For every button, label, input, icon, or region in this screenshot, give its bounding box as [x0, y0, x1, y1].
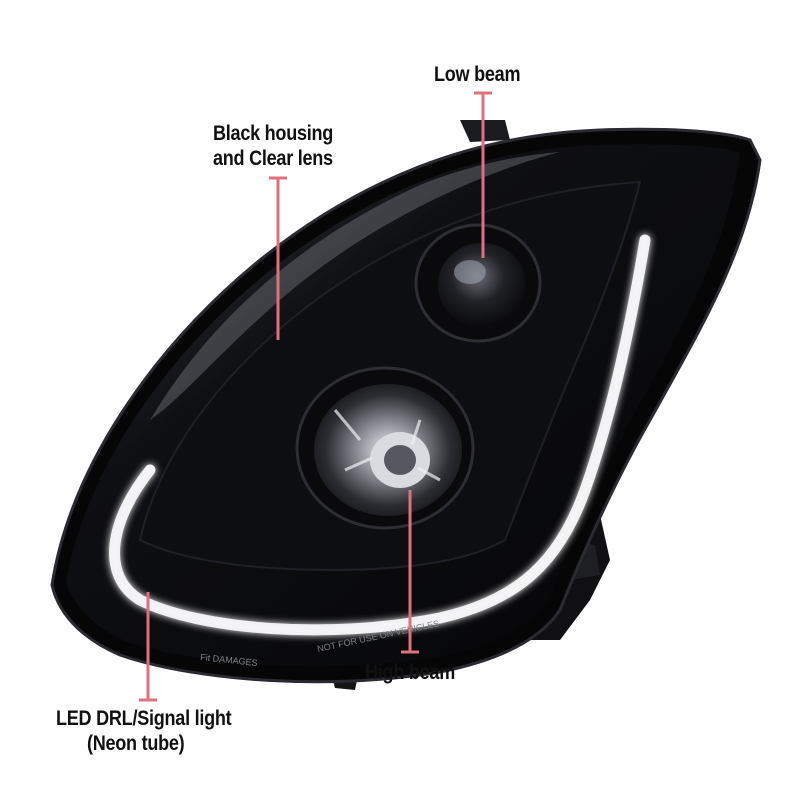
housing-label-line1: Black housing	[213, 122, 334, 145]
callout-lines	[139, 91, 492, 702]
high-beam-label-text: High beam	[365, 661, 456, 684]
housing-label-line2: and Clear lens	[213, 147, 333, 170]
high-beam-label: High beam	[365, 660, 455, 685]
housing-label: Black housing and Clear lens	[213, 121, 333, 171]
high-beam-reflector	[295, 366, 475, 530]
callout-line-high-beam	[401, 490, 419, 654]
low-beam-label-text: Low beam	[434, 63, 521, 86]
callout-line-drl	[139, 592, 157, 702]
callout-line-low-beam	[474, 91, 492, 258]
low-beam-label: Low beam	[434, 62, 521, 87]
callout-line-housing	[269, 176, 287, 340]
drl-label-line1: LED DRL/Signal light	[56, 707, 232, 730]
drl-label: LED DRL/Signal light (Neon tube)	[56, 706, 232, 756]
low-beam-projector	[414, 223, 542, 343]
drl-label-line2: (Neon tube)	[86, 732, 185, 755]
